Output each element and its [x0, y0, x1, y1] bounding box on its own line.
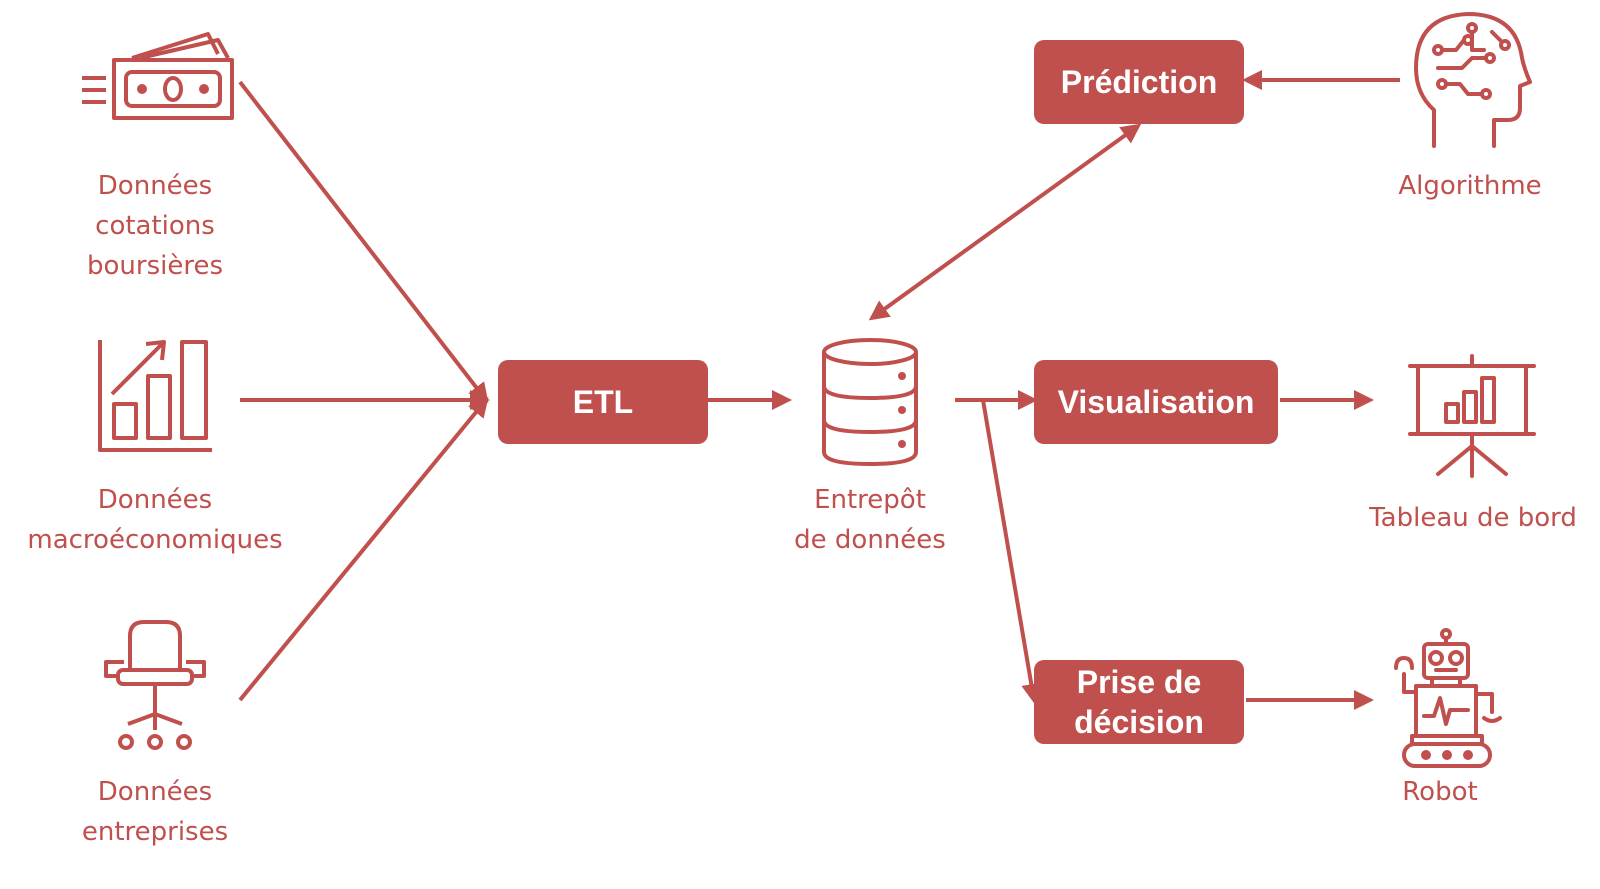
- warehouse-label: Entrepôt de données: [794, 485, 946, 555]
- presentation-board-icon: [1408, 354, 1536, 480]
- source-label-companies: Données entreprises: [81, 777, 229, 847]
- visualisation-box: Visualisation: [1034, 360, 1278, 444]
- robot-icon: [1392, 628, 1506, 770]
- arrow-warehouse-prediction: [868, 123, 1142, 321]
- robot-label: Robot: [1402, 777, 1478, 807]
- arrow-companies-to-etl: [238, 396, 489, 702]
- money-icon: [78, 28, 238, 123]
- arrow-warehouse-to-decision: [955, 398, 1042, 704]
- prediction-box: Prédiction: [1034, 40, 1244, 124]
- etl-box: ETL: [498, 360, 708, 444]
- dashboard-label: Tableau de bord: [1369, 503, 1577, 533]
- decision-box: Prise de décision: [1034, 660, 1244, 744]
- ai-head-icon: [1412, 10, 1536, 152]
- office-chair-icon: [100, 618, 210, 752]
- source-label-macro: Données macroéconomiques: [27, 485, 283, 555]
- database-icon: [820, 336, 920, 468]
- algorithm-label: Algorithme: [1398, 171, 1542, 201]
- growth-chart-icon: [96, 336, 216, 456]
- arrow-money-to-etl: [238, 80, 489, 404]
- source-label-stock-quotes: Données cotations boursières: [86, 171, 223, 281]
